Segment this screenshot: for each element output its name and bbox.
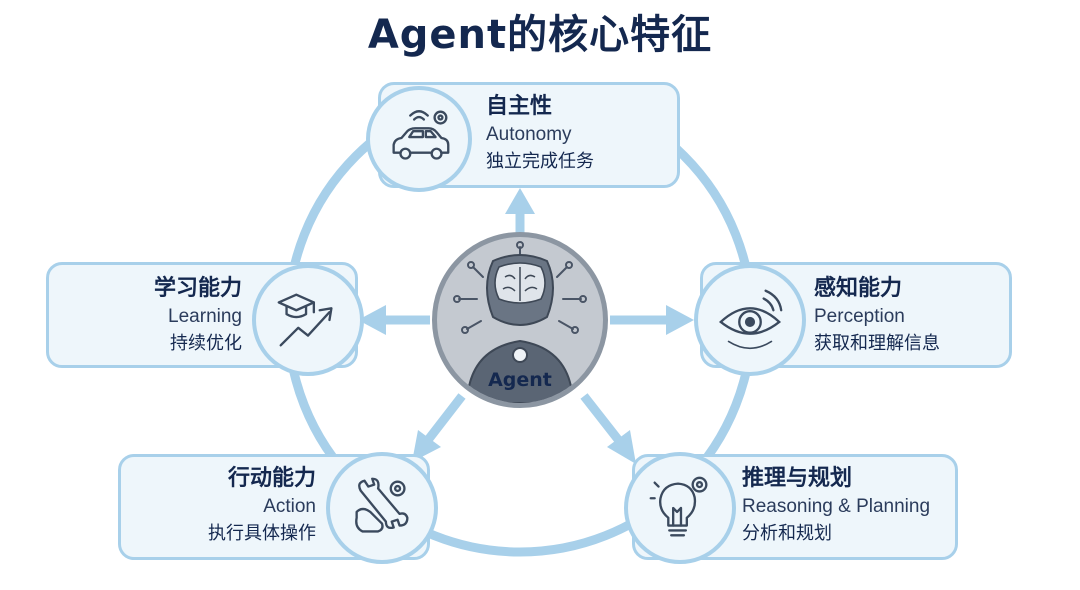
hand-wrench-icon (355, 477, 409, 533)
feature-desc-learning: 持续优化 (170, 333, 242, 354)
feature-en-autonomy: Autonomy (486, 124, 572, 145)
feature-title-autonomy: 自主性 (486, 94, 553, 119)
feature-badge-learning (252, 264, 364, 376)
page-title: Agent的核心特征 (367, 12, 713, 58)
self-driving-car-icon (392, 110, 450, 160)
arrow-down-left (412, 393, 466, 462)
feature-text-perception: 感知能力 Perception 获取和理解信息 (814, 274, 940, 358)
feature-text-reasoning: 推理与规划 Reasoning & Planning 分析和规划 (742, 464, 930, 548)
feature-badge-perception (694, 264, 806, 376)
robot-brain-icon (453, 241, 587, 403)
feature-desc-action: 执行具体操作 (208, 523, 316, 544)
arrow-down-right (580, 393, 636, 464)
feature-en-reasoning: Reasoning & Planning (742, 496, 931, 517)
feature-text-action: 行动能力 Action 执行具体操作 (140, 464, 316, 548)
feature-badge-autonomy (366, 86, 472, 192)
feature-text-autonomy: 自主性 Autonomy 独立完成任务 (486, 92, 594, 176)
feature-title-reasoning: 推理与规划 (742, 466, 853, 491)
feature-desc-autonomy: 独立完成任务 (486, 151, 594, 172)
eye-sensor-icon (718, 289, 783, 350)
graduation-chart-icon (277, 293, 333, 347)
arrow-left (358, 305, 430, 335)
lightbulb-gear-icon (649, 476, 708, 537)
feature-badge-action (326, 452, 438, 564)
feature-text-learning: 学习能力 Learning 持续优化 (66, 274, 242, 358)
feature-title-learning: 学习能力 (153, 276, 242, 301)
agent-label: Agent (488, 369, 552, 391)
feature-desc-perception: 获取和理解信息 (814, 333, 940, 354)
agent-center-node: Agent (432, 232, 608, 408)
arrow-up (505, 188, 535, 234)
feature-en-learning: Learning (168, 306, 242, 327)
feature-badge-reasoning (624, 452, 736, 564)
feature-en-perception: Perception (814, 306, 905, 327)
feature-title-action: 行动能力 (227, 466, 316, 491)
feature-en-action: Action (263, 496, 316, 517)
feature-title-perception: 感知能力 (814, 276, 903, 301)
feature-desc-reasoning: 分析和规划 (742, 523, 832, 544)
arrow-right (610, 305, 694, 335)
